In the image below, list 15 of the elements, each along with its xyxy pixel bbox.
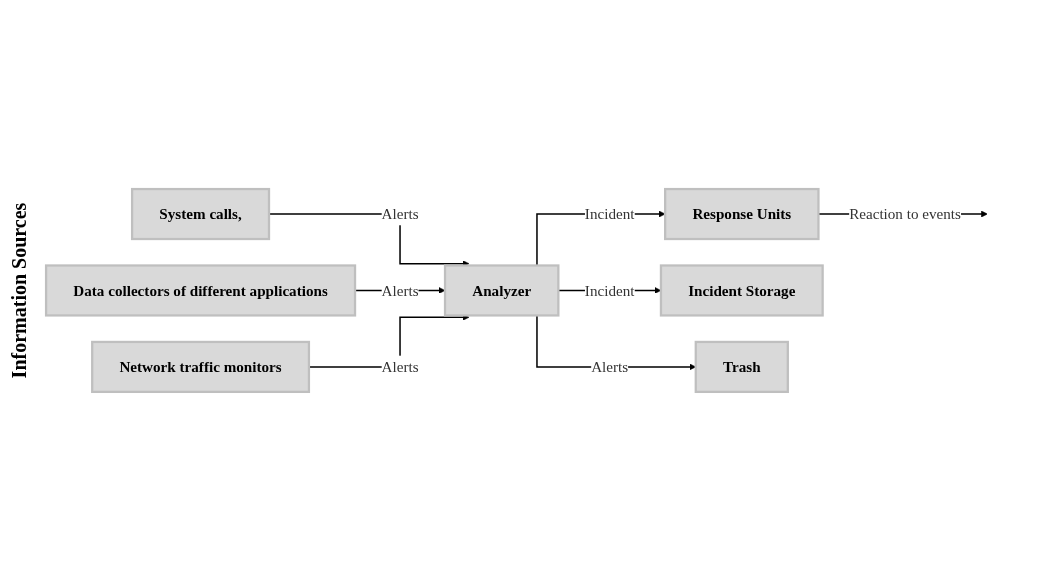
node-box: Analyzer xyxy=(443,264,560,317)
node-box: Trash xyxy=(694,340,789,394)
side-label: Information Sources xyxy=(8,202,32,379)
node-box: System calls, xyxy=(130,187,271,241)
node-box: Incident Storage xyxy=(659,264,824,317)
edge-label: Alerts xyxy=(381,205,419,223)
edge-label: Alerts xyxy=(381,282,419,299)
node-box: Response Units xyxy=(664,187,820,241)
edge-label: Incident xyxy=(584,282,635,299)
edge-label: Incident xyxy=(584,205,635,223)
edge-label: Alerts xyxy=(381,358,419,376)
edge-label: Alerts xyxy=(591,358,629,376)
node-box: Network traffic monitors xyxy=(91,340,311,394)
node-box: Data collectors of different applications xyxy=(44,264,357,317)
edge-label: Reaction to events xyxy=(849,205,961,223)
